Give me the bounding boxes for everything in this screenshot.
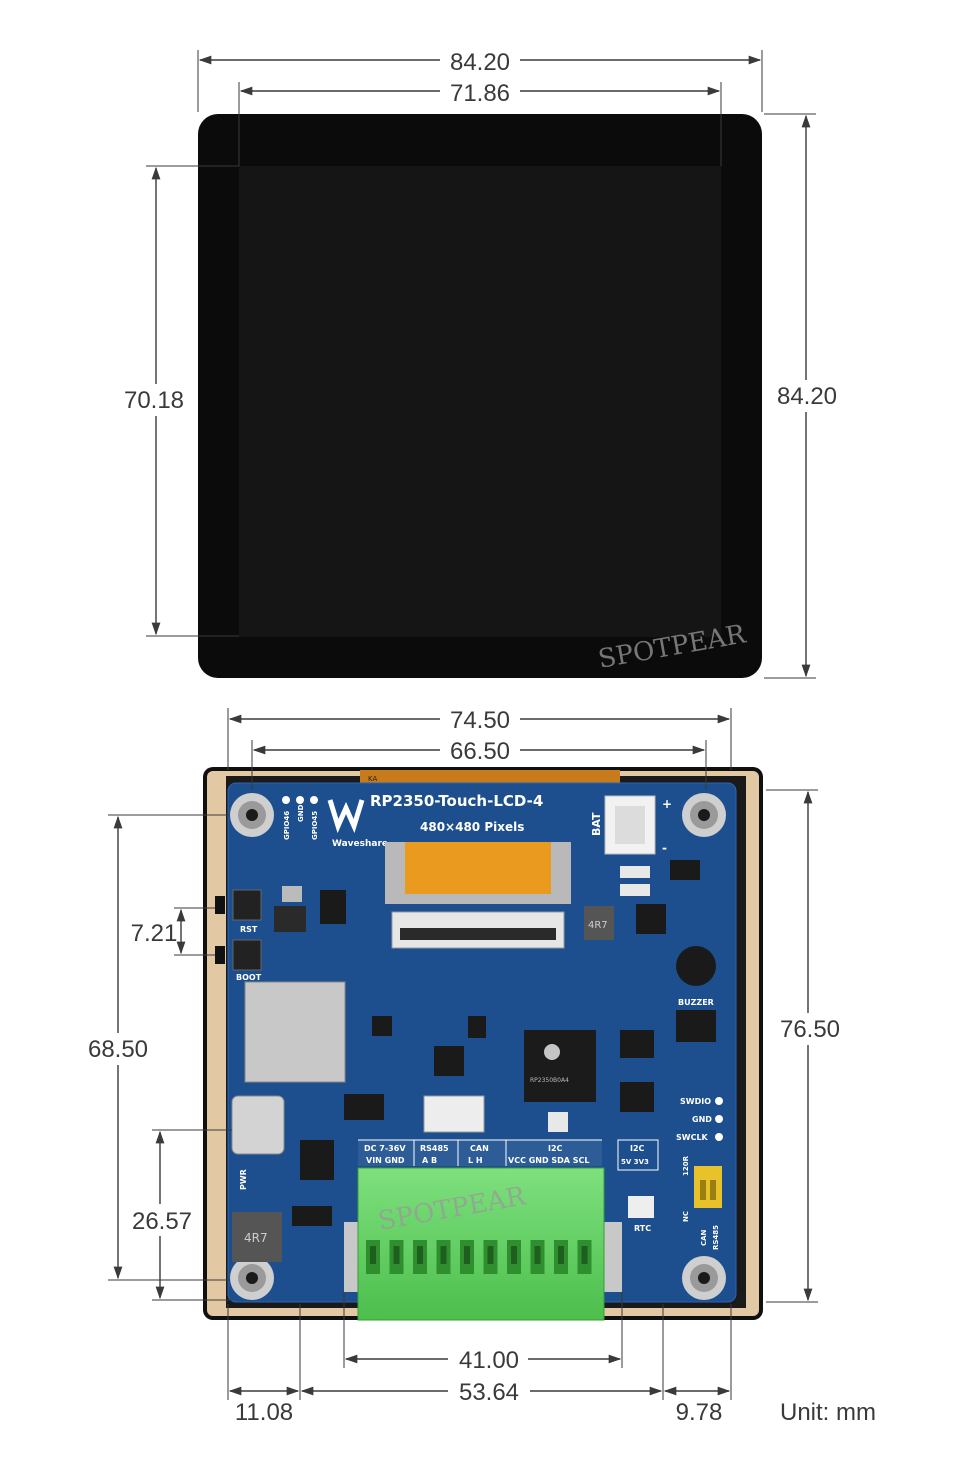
buzzer xyxy=(676,946,716,986)
battery-connector: BAT + - xyxy=(590,795,672,855)
svg-text:CAN: CAN xyxy=(700,1229,708,1246)
dim-top-height-outer: 84.20 xyxy=(764,113,842,679)
terminal-screw xyxy=(487,1246,494,1264)
rst-button: RST xyxy=(215,889,262,934)
svg-text:BAT: BAT xyxy=(590,812,603,836)
dim-back-bottom-offsets: 53.64 11.08 9.78 xyxy=(227,1304,732,1426)
svg-text:9.78: 9.78 xyxy=(676,1399,723,1426)
svg-text:RP2350B0A4: RP2350B0A4 xyxy=(530,1077,569,1084)
unit-label: Unit: mm xyxy=(780,1399,876,1426)
svg-text:NC: NC xyxy=(682,1211,690,1222)
svg-text:84.20: 84.20 xyxy=(777,383,837,410)
svg-text:DC 7-36V: DC 7-36V xyxy=(364,1144,406,1153)
dim-back-height-holes: 68.50 xyxy=(82,814,230,1281)
svg-text:53.64: 53.64 xyxy=(459,1379,519,1406)
dim-top-width-outer: 84.20 xyxy=(197,44,763,112)
terminal-screw xyxy=(534,1246,541,1264)
terminal-screw xyxy=(511,1246,517,1264)
mounting-hole-br xyxy=(682,1256,726,1300)
terminal-screw xyxy=(440,1246,447,1264)
svg-text:76.50: 76.50 xyxy=(780,1016,840,1043)
svg-text:BOOT: BOOT xyxy=(236,973,262,982)
svg-text:+: + xyxy=(662,797,672,811)
dim-back-width-outer: 74.50 xyxy=(227,704,732,770)
board-subtitle: 480×480 Pixels xyxy=(420,820,524,834)
svg-text:I2C: I2C xyxy=(548,1144,563,1153)
svg-text:VCC GND SDA SCL: VCC GND SDA SCL xyxy=(508,1156,590,1165)
terminal-screw xyxy=(370,1246,376,1264)
svg-text:SWDIO: SWDIO xyxy=(680,1097,711,1106)
i2c-small-header: I2C 5V 3V3 xyxy=(617,1139,659,1171)
dim-top-height-active: 70.18 xyxy=(118,165,239,637)
waveshare-logo: Waveshare xyxy=(327,799,388,849)
terminal-labels: DC 7-36V VIN GND RS485 A B CAN L H I2C V… xyxy=(358,1139,602,1166)
svg-text:5V 3V3: 5V 3V3 xyxy=(621,1158,649,1166)
dim-back-height-outer: 76.50 xyxy=(766,789,844,1303)
fpc-connector xyxy=(385,842,571,949)
svg-text:GND: GND xyxy=(692,1115,712,1124)
svg-text:4R7: 4R7 xyxy=(244,1231,268,1245)
sd-card-slot xyxy=(244,981,346,1083)
dim-back-usb-height: 26.57 xyxy=(124,1129,232,1301)
mounting-hole-bl xyxy=(230,1256,274,1300)
board-title: RP2350-Touch-LCD-4 xyxy=(370,792,543,810)
terminal-screw xyxy=(464,1246,470,1264)
svg-text:84.20: 84.20 xyxy=(450,49,510,76)
svg-text:A B: A B xyxy=(422,1156,437,1165)
svg-text:26.57: 26.57 xyxy=(132,1208,192,1235)
svg-text:CAN: CAN xyxy=(470,1144,489,1153)
svg-text:Waveshare: Waveshare xyxy=(332,839,388,849)
svg-text:RS485: RS485 xyxy=(420,1144,449,1153)
terminal-block: SPOTPEAR xyxy=(344,1167,622,1321)
svg-text:GND: GND xyxy=(297,804,305,822)
usb-c-port xyxy=(231,1095,285,1155)
svg-text:4R7: 4R7 xyxy=(588,920,608,931)
mounting-hole-tl xyxy=(230,793,274,837)
svg-text:-: - xyxy=(662,841,667,855)
dim-back-button-pitch: 7.21 xyxy=(131,907,215,956)
svg-text:L H: L H xyxy=(468,1156,483,1165)
dip-switch: 120R NC CAN RS485 xyxy=(682,1155,722,1250)
fpc-tail xyxy=(360,770,620,784)
terminal-screw xyxy=(558,1246,564,1264)
lcd-front-view: SPOTPEAR xyxy=(198,114,762,678)
lcd-active-area xyxy=(239,166,721,637)
dim-back-width-holes: 66.50 xyxy=(251,735,707,790)
svg-text:71.86: 71.86 xyxy=(450,80,510,107)
svg-text:BUZZER: BUZZER xyxy=(678,998,714,1007)
svg-text:RTC: RTC xyxy=(634,1224,651,1233)
boot-button: BOOT xyxy=(215,939,262,982)
rtc-connector xyxy=(628,1196,654,1218)
svg-text:74.50: 74.50 xyxy=(450,707,510,734)
svg-text:7.21: 7.21 xyxy=(131,920,178,947)
svg-text:41.00: 41.00 xyxy=(459,1347,519,1374)
svg-text:GPIO45: GPIO45 xyxy=(311,811,319,840)
svg-text:PWR: PWR xyxy=(239,1169,248,1190)
terminal-screw xyxy=(393,1246,400,1264)
swd-pads: SWDIO GND SWCLK xyxy=(676,1097,723,1142)
svg-text:RST: RST xyxy=(240,925,258,934)
inductor-bottom xyxy=(232,1212,282,1262)
svg-text:RS485: RS485 xyxy=(712,1225,720,1250)
svg-text:KA: KA xyxy=(368,775,377,783)
mounting-hole-tr xyxy=(682,793,726,837)
svg-text:66.50: 66.50 xyxy=(450,738,510,765)
gpio-pads: GPIO46 GND GPIO45 xyxy=(282,796,319,840)
svg-text:VIN GND: VIN GND xyxy=(366,1156,405,1165)
svg-text:68.50: 68.50 xyxy=(88,1036,148,1063)
svg-text:120R: 120R xyxy=(682,1155,690,1176)
svg-text:SWCLK: SWCLK xyxy=(676,1133,709,1142)
terminal-screw xyxy=(581,1246,588,1264)
svg-text:70.18: 70.18 xyxy=(124,387,184,414)
dim-back-terminal-width: 41.00 xyxy=(343,1292,623,1374)
pcb-back-view: KA GPIO46 GND GPIO45 Waveshare RP2350-To… xyxy=(203,767,763,1321)
svg-text:11.08: 11.08 xyxy=(235,1399,293,1426)
svg-text:I2C: I2C xyxy=(630,1144,645,1153)
terminal-screw xyxy=(417,1246,423,1264)
svg-text:GPIO46: GPIO46 xyxy=(283,811,291,840)
dim-top-width-active: 71.86 xyxy=(238,76,722,166)
rp2350-chip: RP2350B0A4 xyxy=(524,1030,596,1102)
